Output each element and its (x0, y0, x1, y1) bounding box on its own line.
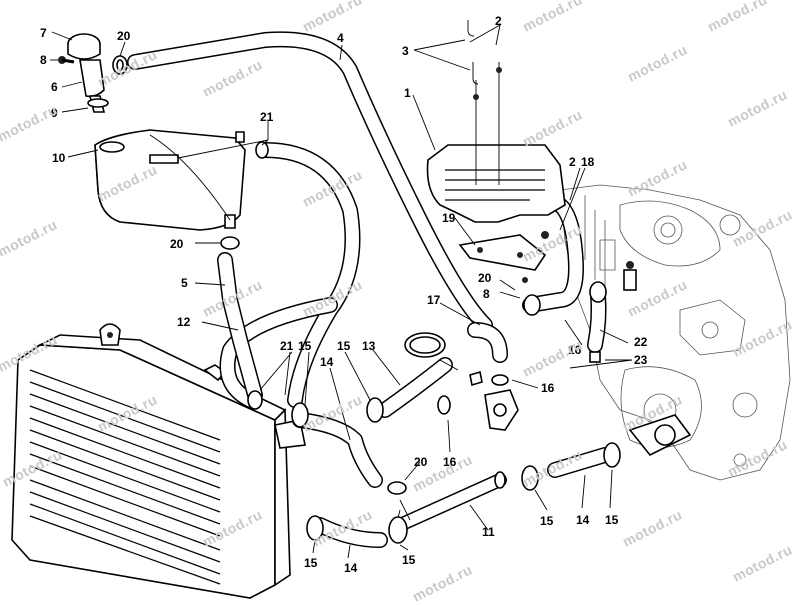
callout-14b: 14 (576, 513, 590, 527)
callout-16b: 16 (541, 381, 555, 395)
callout-8b: 8 (483, 287, 490, 301)
callout-3: 3 (402, 44, 409, 58)
callout-16c: 16 (443, 455, 457, 469)
callout-13a: 15 (298, 339, 312, 353)
callout-20c: 20 (478, 271, 492, 285)
callout-7: 7 (40, 26, 47, 40)
radiator (11, 323, 306, 599)
hose-clamps (220, 141, 621, 544)
callout-19: 19 (442, 211, 456, 225)
callout-22: 22 (634, 335, 648, 349)
callout-4: 4 (337, 31, 344, 45)
callout-2: 2 (495, 14, 502, 28)
callout-9: 9 (51, 106, 58, 120)
callout-labels: 7 8 6 9 10 20 21 4 2 3 1 2 18 19 20 20 8… (40, 14, 648, 575)
callout-21b: 21 (280, 339, 294, 353)
callout-10: 10 (52, 151, 66, 165)
thermostat-housing (469, 370, 519, 431)
callout-18: 18 (581, 155, 595, 169)
callout-20b: 20 (170, 237, 184, 251)
bracket (458, 231, 549, 283)
pipe-11 (393, 471, 507, 532)
expansion-tank (94, 129, 246, 231)
callout-13c: 15 (540, 514, 554, 528)
filler-cap-assembly (58, 33, 128, 113)
callout-11: 11 (482, 525, 495, 539)
callout-14c: 14 (344, 561, 358, 575)
callout-13b: 15 (337, 339, 351, 353)
callout-15: 13 (362, 339, 376, 353)
callout-14a: 14 (320, 355, 334, 369)
callout-23: 23 (634, 353, 648, 367)
callout-12: 12 (177, 315, 191, 329)
leader-lines (50, 24, 633, 559)
callout-20: 20 (117, 29, 131, 43)
callout-21: 21 (260, 110, 274, 124)
callout-2b: 2 (569, 155, 576, 169)
callout-17: 17 (427, 293, 441, 307)
fittings (589, 261, 637, 363)
callout-16a: 16 (568, 343, 582, 357)
radiator-fins (29, 369, 221, 585)
radiator-shroud (426, 20, 566, 223)
callout-13e: 15 (304, 556, 318, 570)
callout-13d: 15 (605, 513, 619, 527)
callout-8: 8 (40, 53, 47, 67)
callout-5: 5 (181, 276, 188, 290)
callout-1: 1 (404, 86, 411, 100)
callout-6: 6 (51, 80, 58, 94)
callout-20d: 20 (414, 455, 428, 469)
pump-outlet (628, 414, 692, 457)
callout-13f: 15 (402, 553, 416, 567)
